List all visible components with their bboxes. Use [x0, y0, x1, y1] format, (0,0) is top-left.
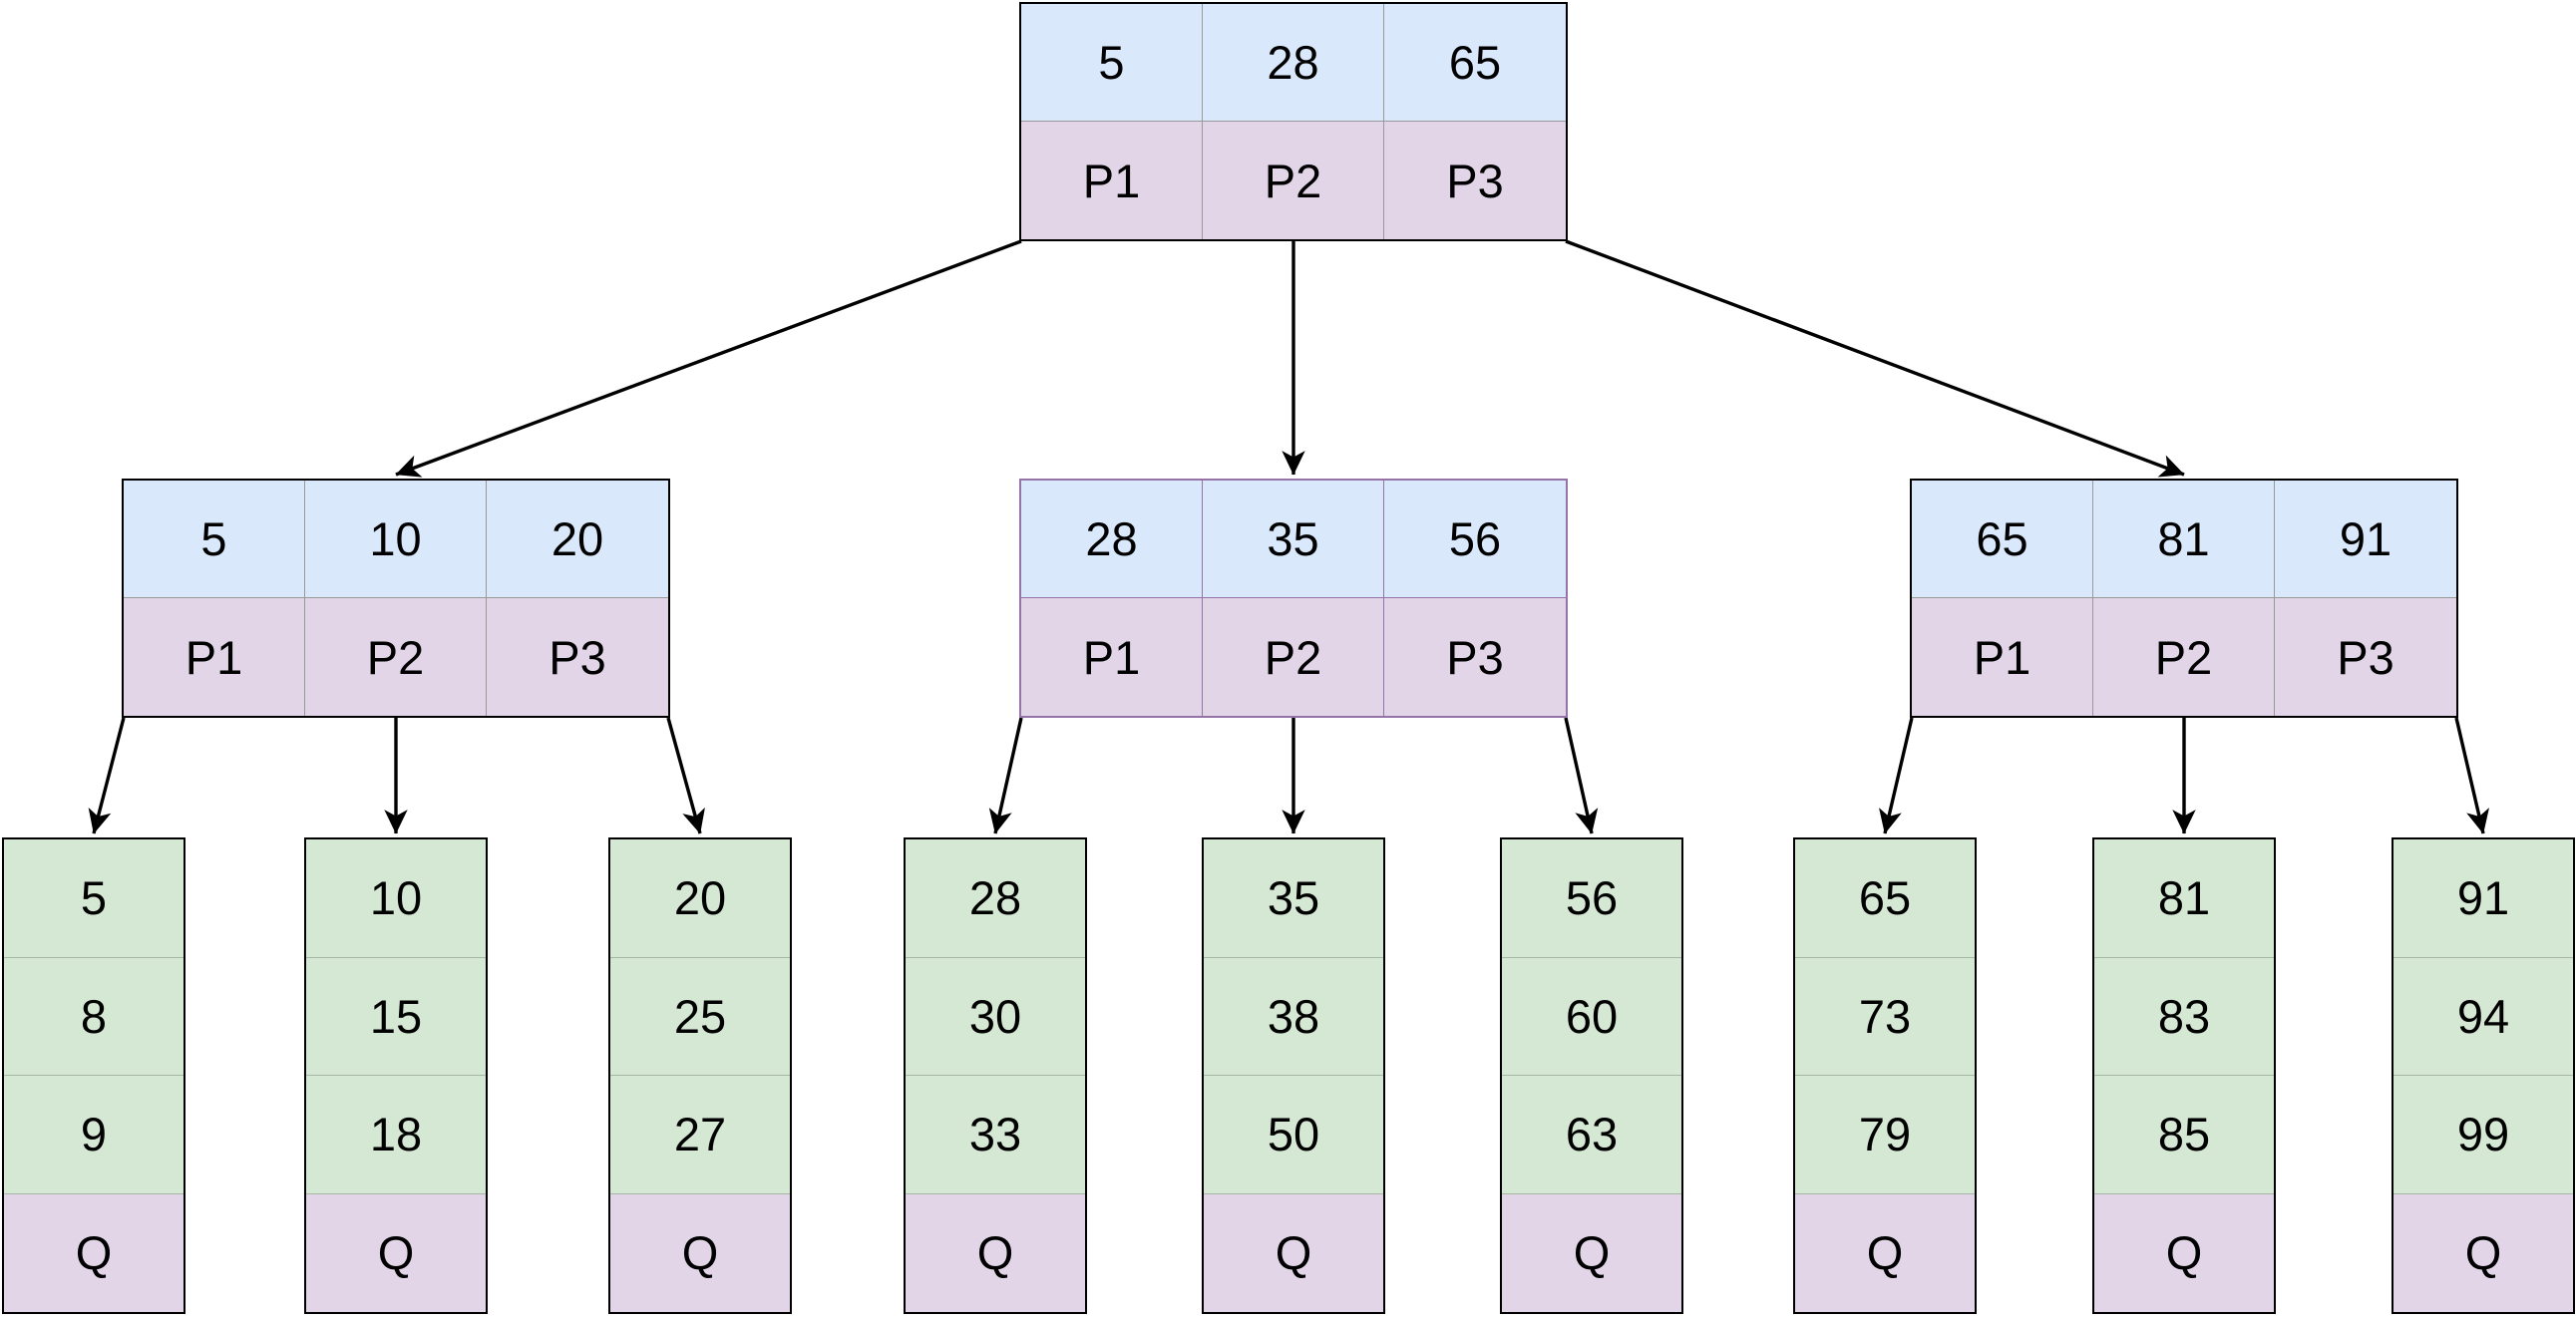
leaf-value-cell: 15: [306, 957, 486, 1076]
key-cell: 28: [1203, 4, 1384, 122]
leaf-value-cell: 8: [4, 957, 184, 1076]
leaf-value-cell: 38: [1204, 957, 1383, 1076]
leaf-footer-cell: Q: [306, 1193, 486, 1312]
pointer-cell: P2: [1203, 598, 1384, 716]
pointer-cell: P3: [487, 598, 668, 716]
pointer-cell: P2: [1203, 122, 1384, 239]
leaf-footer-cell: Q: [906, 1193, 1085, 1312]
leaf-value-cell: 85: [2094, 1076, 2274, 1194]
leaf-value-cell: 50: [1204, 1076, 1383, 1194]
pointer-cell: P2: [305, 598, 487, 716]
edge-internal-3.P3-to-leaf-9: [2454, 717, 2489, 834]
leaf-value-cell: 30: [906, 957, 1085, 1076]
leaf-value-cell: 63: [1502, 1076, 1681, 1194]
edge-root.P3-to-internal-3: [1565, 239, 2185, 478]
leaf-value-cell: 18: [306, 1076, 486, 1194]
leaf-value-cell: 73: [1795, 957, 1975, 1076]
leaf-value-cell: 20: [610, 839, 790, 958]
pointer-cell: P1: [1021, 598, 1203, 716]
key-cell: 28: [1021, 481, 1203, 598]
key-cell: 56: [1384, 481, 1566, 598]
edge-root.P1-to-internal-1: [395, 239, 1022, 478]
leaf-footer-cell: Q: [1795, 1193, 1975, 1312]
key-cell: 65: [1912, 481, 2093, 598]
key-cell: 20: [487, 481, 668, 598]
leaf-value-cell: 28: [906, 839, 1085, 958]
edge-internal-1.P1-to-leaf-1: [88, 717, 126, 834]
leaf-value-cell: 27: [610, 1076, 790, 1194]
leaf-value-cell: 94: [2393, 957, 2573, 1076]
leaf-footer-cell: Q: [2094, 1193, 2274, 1312]
leaf-footer-cell: Q: [4, 1193, 184, 1312]
leaf-value-cell: 9: [4, 1076, 184, 1194]
key-cell: 5: [1021, 4, 1203, 122]
pointer-cell: P3: [2275, 598, 2456, 716]
edge-internal-2.P3-to-leaf-6: [1564, 717, 1599, 834]
leaf-footer-cell: Q: [1502, 1193, 1681, 1312]
key-cell: 81: [2093, 481, 2275, 598]
key-cell: 35: [1203, 481, 1384, 598]
leaf-value-cell: 91: [2393, 839, 2573, 958]
leaf-footer-cell: Q: [2393, 1193, 2573, 1312]
key-cell: 91: [2275, 481, 2456, 598]
leaf-value-cell: 25: [610, 957, 790, 1076]
pointer-cell: P2: [2093, 598, 2275, 716]
leaf-value-cell: 83: [2094, 957, 2274, 1076]
pointer-cell: P3: [1384, 122, 1566, 239]
leaf-value-cell: 99: [2393, 1076, 2573, 1194]
leaf-footer-cell: Q: [610, 1193, 790, 1312]
leaf-value-cell: 65: [1795, 839, 1975, 958]
edge-internal-1.P3-to-leaf-3: [666, 717, 705, 834]
pointer-cell: P1: [1912, 598, 2093, 716]
leaf-value-cell: 10: [306, 839, 486, 958]
leaf-value-cell: 33: [906, 1076, 1085, 1194]
key-cell: 10: [305, 481, 487, 598]
leaf-value-cell: 56: [1502, 839, 1681, 958]
pointer-cell: P1: [124, 598, 305, 716]
leaf-value-cell: 81: [2094, 839, 2274, 958]
leaf-value-cell: 35: [1204, 839, 1383, 958]
edge-internal-2.P1-to-leaf-4: [988, 717, 1023, 834]
edge-internal-3.P1-to-leaf-7: [1879, 717, 1914, 834]
leaf-value-cell: 79: [1795, 1076, 1975, 1194]
pointer-cell: P1: [1021, 122, 1203, 239]
leaf-value-cell: 60: [1502, 957, 1681, 1076]
key-cell: 5: [124, 481, 305, 598]
leaf-value-cell: 5: [4, 839, 184, 958]
pointer-cell: P3: [1384, 598, 1566, 716]
key-cell: 65: [1384, 4, 1566, 122]
leaf-footer-cell: Q: [1204, 1193, 1383, 1312]
